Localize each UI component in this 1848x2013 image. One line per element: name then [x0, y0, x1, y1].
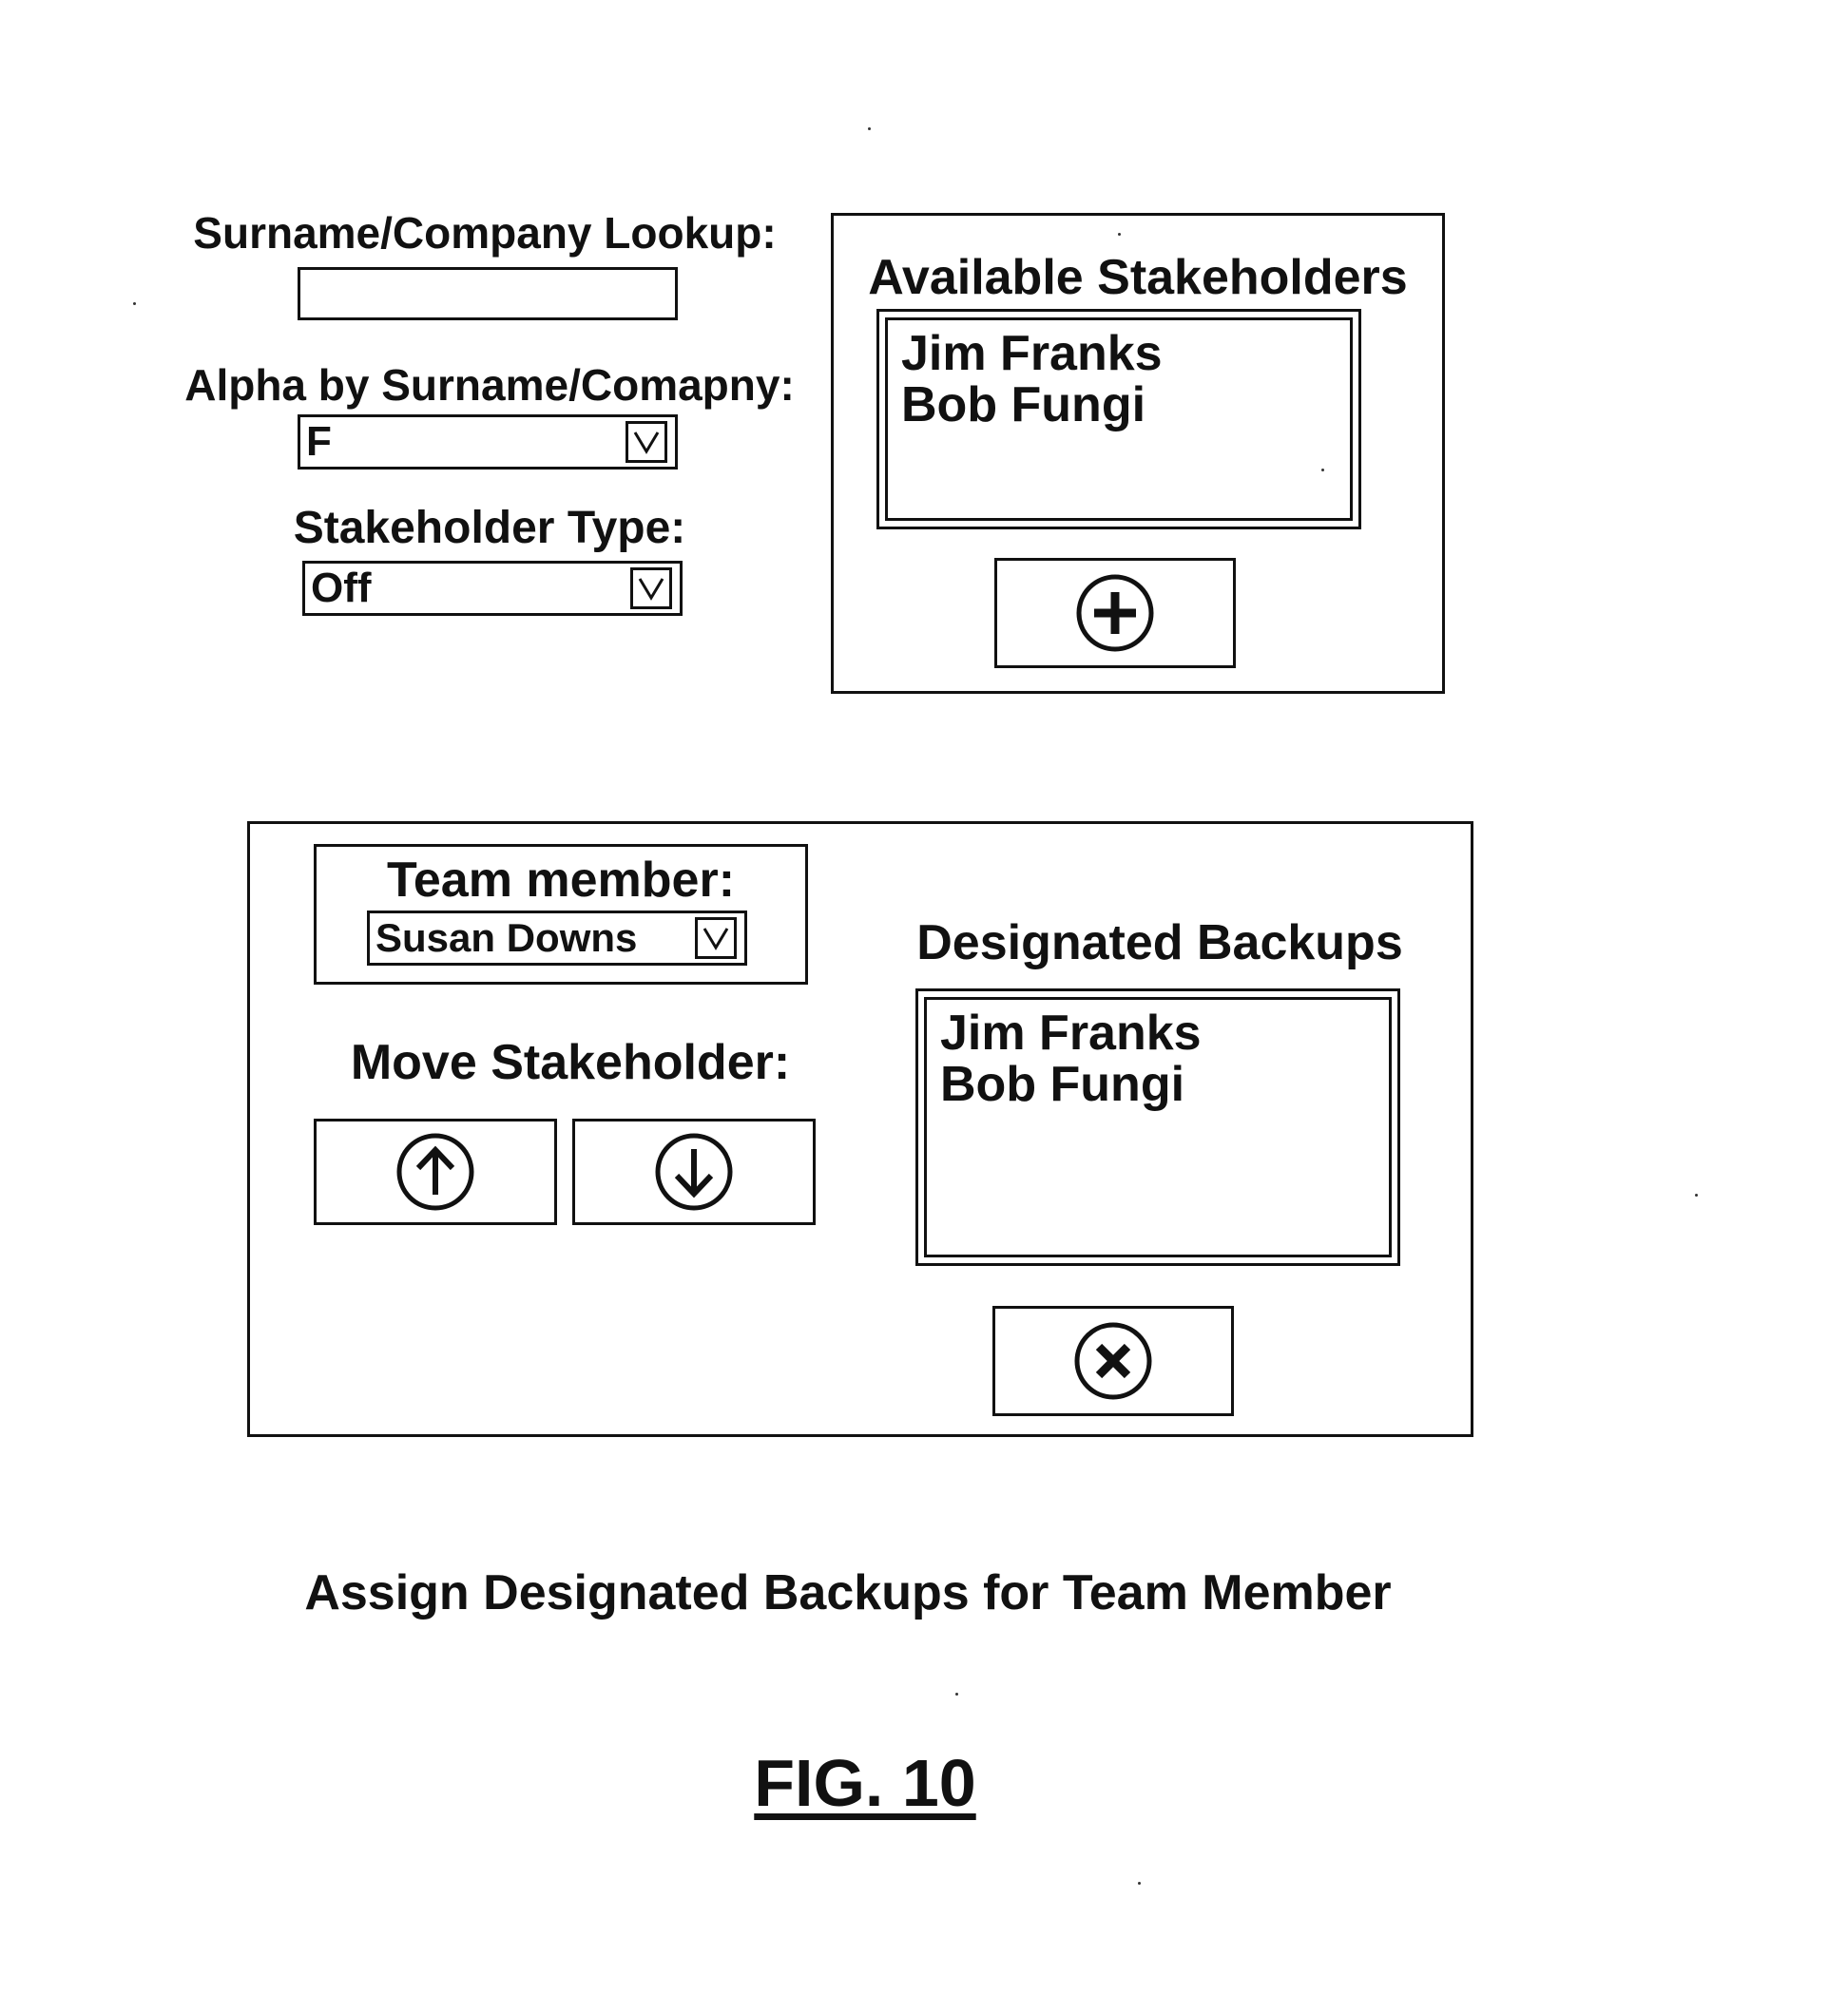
- chevron-down-icon[interactable]: [626, 421, 667, 463]
- list-item[interactable]: Bob Fungi: [901, 379, 1337, 431]
- team-member-select[interactable]: Susan Downs: [367, 911, 747, 966]
- available-listbox[interactable]: Jim Franks Bob Fungi: [876, 309, 1361, 529]
- designated-backups-title: Designated Backups: [884, 914, 1435, 971]
- designated-backups-listbox[interactable]: Jim Franks Bob Fungi: [915, 988, 1400, 1266]
- available-title: Available Stakeholders: [831, 249, 1445, 306]
- type-select[interactable]: Off: [302, 561, 683, 616]
- move-stakeholder-label: Move Stakeholder:: [314, 1034, 827, 1091]
- type-select-value: Off: [305, 567, 630, 609]
- chevron-down-icon[interactable]: [695, 917, 737, 959]
- figure-caption: Assign Designated Backups for Team Membe…: [247, 1564, 1449, 1621]
- lookup-label: Surname/Company Lookup:: [190, 207, 780, 259]
- list-item[interactable]: Bob Fungi: [940, 1059, 1376, 1110]
- remove-backup-button[interactable]: [992, 1306, 1234, 1416]
- x-circle-icon: [1073, 1321, 1153, 1401]
- scan-speck: [133, 302, 136, 305]
- move-down-button[interactable]: [572, 1119, 816, 1225]
- list-item[interactable]: Jim Franks: [940, 1007, 1376, 1059]
- scan-speck: [955, 1693, 958, 1696]
- add-stakeholder-button[interactable]: [994, 558, 1236, 668]
- scan-speck: [1695, 1194, 1698, 1197]
- team-member-label: Team member:: [314, 852, 808, 909]
- alpha-label: Alpha by Surname/Comapny:: [171, 359, 808, 411]
- scan-speck: [1138, 1882, 1141, 1885]
- move-up-button[interactable]: [314, 1119, 557, 1225]
- alpha-select[interactable]: F: [298, 414, 678, 470]
- arrow-up-circle-icon: [395, 1132, 475, 1212]
- type-label: Stakeholder Type:: [219, 502, 760, 554]
- scan-speck: [868, 127, 871, 130]
- chevron-down-icon[interactable]: [630, 567, 672, 609]
- team-member-value: Susan Downs: [370, 918, 695, 958]
- arrow-down-circle-icon: [654, 1132, 734, 1212]
- plus-circle-icon: [1075, 573, 1155, 653]
- figure-label: FIG. 10: [665, 1745, 1065, 1821]
- lookup-input[interactable]: [298, 267, 678, 320]
- alpha-select-value: F: [300, 421, 626, 463]
- list-item[interactable]: Jim Franks: [901, 328, 1337, 379]
